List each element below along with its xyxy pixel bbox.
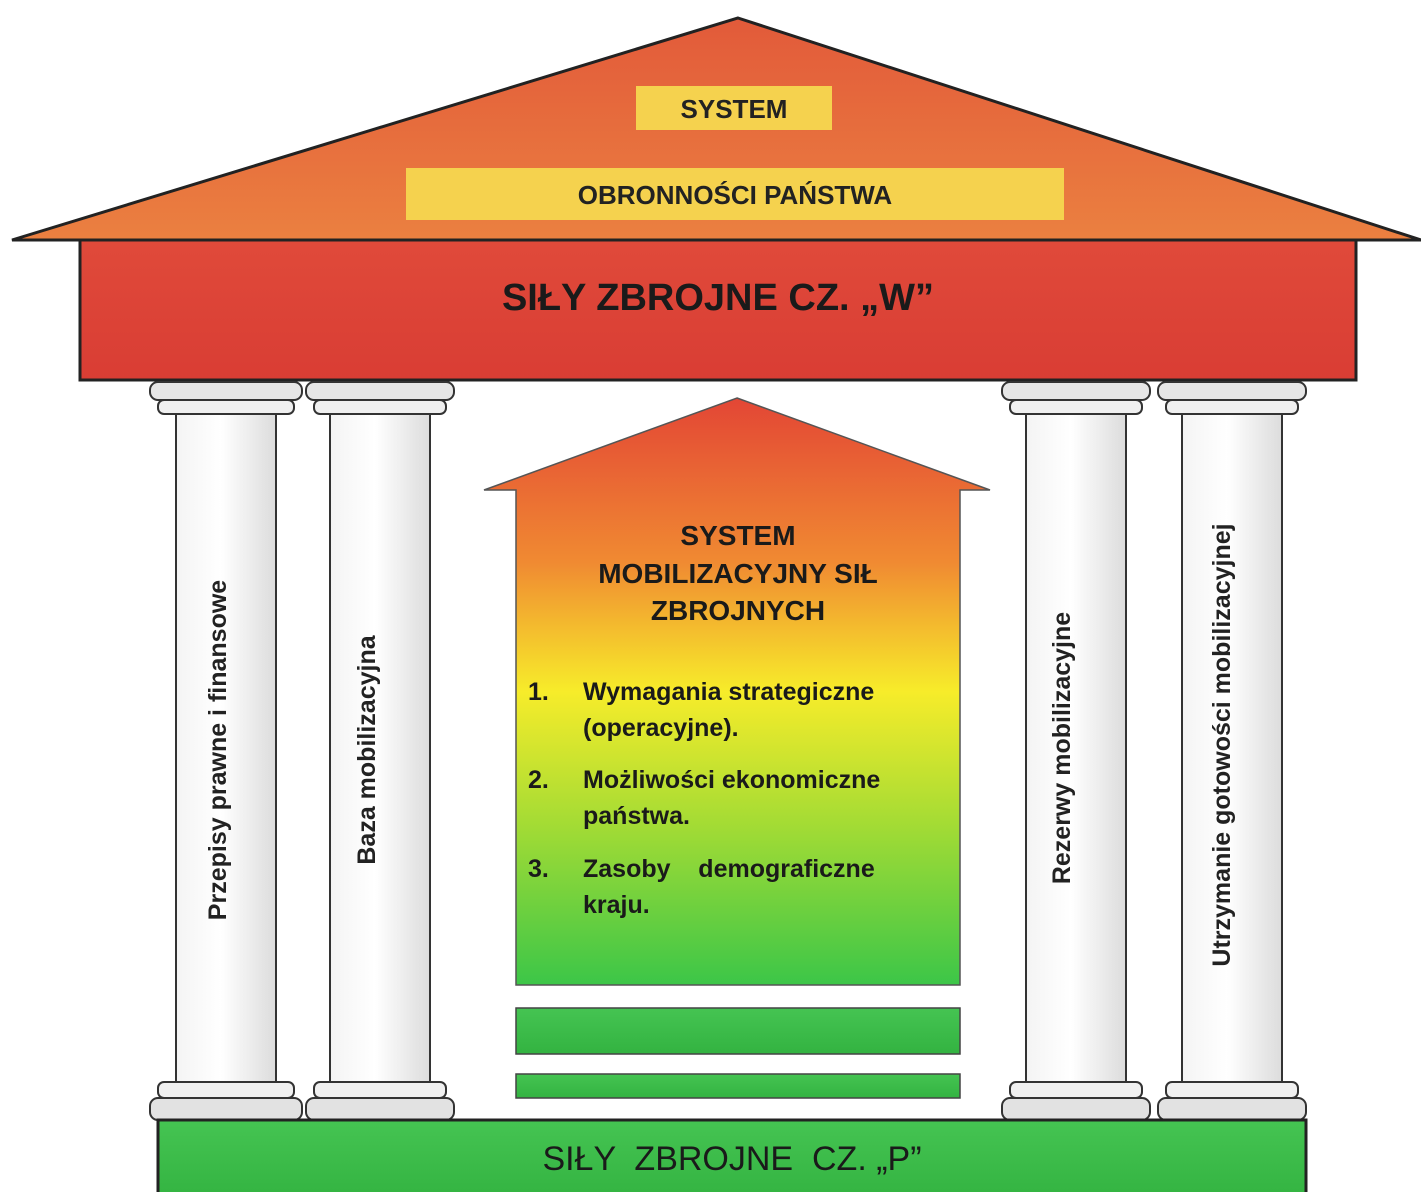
pillar-4-label: Utrzymanie gotowości mobilizacyjnej bbox=[1208, 523, 1236, 966]
center-step-2 bbox=[515, 1073, 961, 1099]
center-title-line3: ZBROJNYCH bbox=[651, 595, 825, 626]
center-item-1-num: 1. bbox=[528, 678, 549, 706]
center-arrow bbox=[483, 397, 991, 986]
roof-title-line2: OBRONNOŚCI PAŃSTWA bbox=[578, 180, 893, 210]
center-item-1-line1: Wymagania strategiczne bbox=[583, 678, 874, 706]
center-step-1 bbox=[515, 1007, 961, 1055]
roof-subtitle-box bbox=[406, 168, 1064, 220]
roof-title-box bbox=[636, 86, 832, 130]
center-item-2-num: 2. bbox=[528, 766, 549, 794]
base-label: SIŁY ZBROJNE CZ. „P” bbox=[542, 1140, 921, 1178]
pillar-1: Przepisy prawne i finansowe bbox=[149, 381, 303, 1121]
beam-label: SIŁY ZBROJNE CZ. „W” bbox=[502, 277, 934, 319]
pillar-3-shaft bbox=[1025, 413, 1127, 1083]
pillar-1-label: Przepisy prawne i finansowe bbox=[204, 580, 232, 920]
pillar-2: Baza mobilizacyjna bbox=[305, 381, 455, 1121]
beam-bar bbox=[78, 238, 1358, 382]
pillar-3-label: Rezerwy mobilizacyjne bbox=[1048, 612, 1076, 884]
pillar-4: Utrzymanie gotowości mobilizacyjnej bbox=[1157, 381, 1307, 1121]
center-item-1: 1. Wymagania strategiczne (operacyjne). bbox=[528, 678, 874, 742]
pillar-3: Rezerwy mobilizacyjne bbox=[1001, 381, 1151, 1121]
pillar-4-shaft bbox=[1181, 413, 1283, 1083]
center-title-line2: MOBILIZACYJNY SIŁ bbox=[598, 558, 878, 589]
center-item-3-line1: Zasoby demograficzne bbox=[583, 855, 875, 883]
pillar-1-shaft bbox=[175, 413, 277, 1083]
center-item-1-line2: (operacyjne). bbox=[583, 714, 739, 742]
pillar-2-shaft bbox=[329, 413, 431, 1083]
center-item-2-line1: Możliwości ekonomiczne bbox=[583, 766, 880, 794]
roof: SYSTEM OBRONNOŚCI PAŃSTWA bbox=[11, 16, 1421, 242]
roof-title-line1: SYSTEM bbox=[681, 94, 788, 124]
base-bar bbox=[156, 1118, 1308, 1192]
center-item-2-line2: państwa. bbox=[583, 802, 690, 830]
center-item-3: 3. Zasoby demograficzne kraju. bbox=[528, 855, 875, 919]
center-title-line1: SYSTEM bbox=[680, 520, 795, 551]
base: SIŁY ZBROJNE CZ. „P” bbox=[156, 1118, 1308, 1192]
center-item-3-line2: kraju. bbox=[583, 891, 650, 919]
mobilization-system: SYSTEM MOBILIZACYJNY SIŁ ZBROJNYCH 1. Wy… bbox=[483, 397, 991, 1099]
center-item-2: 2. Możliwości ekonomiczne państwa. bbox=[528, 766, 880, 830]
pillar-2-label: Baza mobilizacyjna bbox=[353, 634, 381, 864]
beam: SIŁY ZBROJNE CZ. „W” bbox=[78, 238, 1358, 382]
center-item-3-num: 3. bbox=[528, 855, 549, 883]
